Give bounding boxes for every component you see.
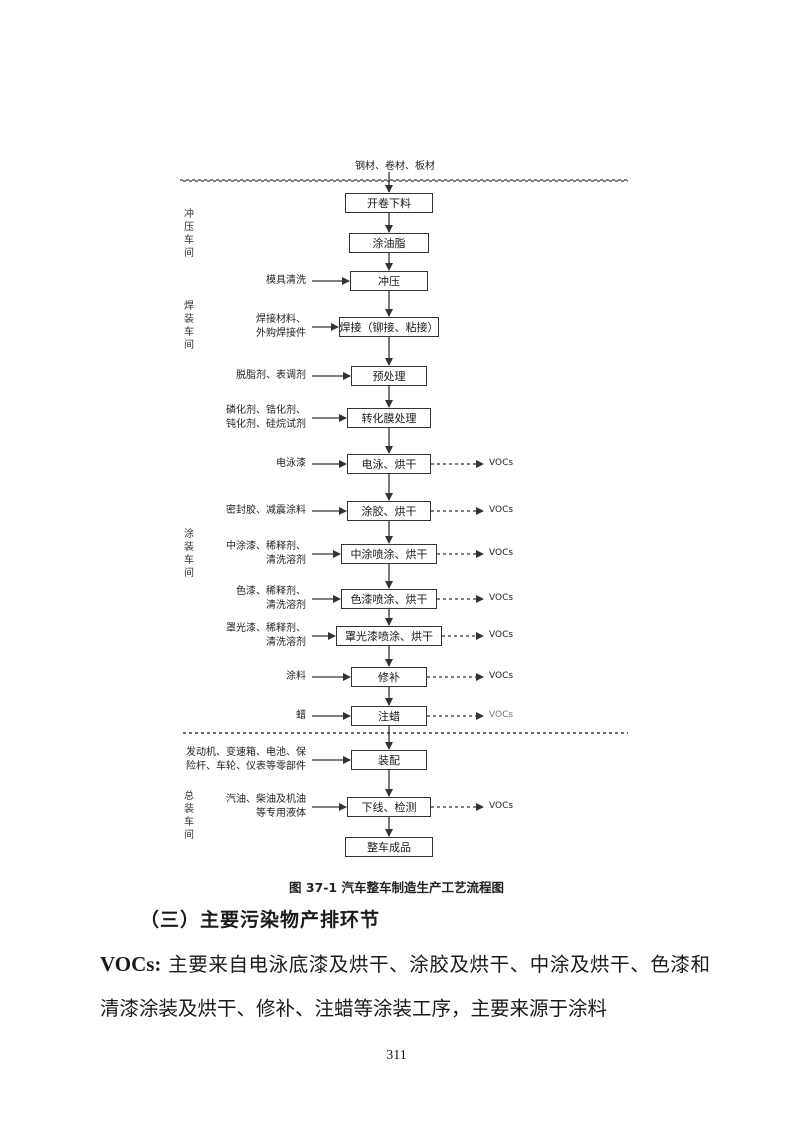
- voc-emission-label: VOCs: [489, 593, 514, 603]
- section-heading: （三）主要污染物产排环节: [140, 909, 381, 931]
- voc-emission-label: VOCs: [489, 710, 514, 720]
- process-flow-diagram: 钢材、卷材、板材 开卷下料涂油脂冲压 模具清洗焊接（铆接、粘接） 焊接材料、 外购焊…: [180, 161, 628, 857]
- process-step-box: 电泳、烘干: [347, 454, 431, 474]
- figure-caption: 图 37-1 汽车整车制造生产工艺流程图: [289, 880, 504, 895]
- step-input-label: 密封胶、减震涂料: [226, 505, 306, 516]
- workshop-section-label: 涂装车间: [184, 529, 194, 579]
- step-input-label: 中涂漆、稀释剂、 清洗溶剂: [226, 541, 306, 566]
- page-number: 311: [386, 1048, 407, 1063]
- step-input-label: 涂料: [286, 671, 306, 682]
- step-input-label: 色漆、稀释剂、 清洗溶剂: [236, 586, 306, 611]
- step-input-label: 模具清洗: [266, 275, 306, 286]
- voc-emission-label: VOCs: [489, 801, 514, 811]
- step-input-label: 汽油、柴油及机油 等专用液体: [226, 794, 306, 819]
- process-step-box: 冲压: [350, 271, 428, 291]
- raw-material-label: 钢材、卷材、板材: [355, 161, 435, 172]
- paragraph-lead: VOCs:: [100, 952, 162, 976]
- voc-emission-label: VOCs: [489, 458, 514, 468]
- process-step-box: 色漆喷涂、烘干: [341, 589, 437, 609]
- step-input-label: 磷化剂、锆化剂、 钝化剂、硅烷试剂: [226, 405, 306, 430]
- process-step-box: 罩光漆喷涂、烘干: [336, 626, 442, 646]
- step-input-label: 电泳漆: [276, 458, 306, 469]
- workshop-section-label: 焊装车间: [184, 301, 194, 351]
- step-input-label: 蜡: [296, 710, 306, 721]
- process-step-box: 预处理: [351, 366, 427, 386]
- process-step-box: 涂油脂: [349, 233, 429, 253]
- flow-connectors: [180, 172, 628, 837]
- step-input-label: 罩光漆、稀释剂、 清洗溶剂: [226, 623, 306, 648]
- workshop-section-label: 冲压车间: [184, 209, 194, 259]
- step-input-label: 脱脂剂、表调剂: [236, 370, 306, 381]
- voc-emission-label: VOCs: [489, 505, 514, 515]
- voc-emission-label: VOCs: [489, 630, 514, 640]
- workshop-section-label: 总装车间: [184, 791, 194, 841]
- process-step-box: 下线、检测: [347, 797, 431, 817]
- process-step-box: 注蜡: [351, 706, 427, 726]
- step-input-label: 焊接材料、 外购焊接件: [256, 314, 306, 339]
- process-step-box: 开卷下料: [345, 193, 433, 213]
- voc-emission-label: VOCs: [489, 671, 514, 681]
- process-step-box: 中涂喷涂、烘干: [341, 544, 437, 564]
- process-step-box: 装配: [351, 750, 427, 770]
- paragraph-text: 主要来自电泳底漆及烘干、涂胶及烘干、中涂及烘干、色漆和清漆涂装及烘干、修补、注蜡…: [100, 953, 710, 1020]
- step-input-label: 发动机、变速箱、电池、保 险杆、车轮、仪表等零部件: [186, 747, 306, 772]
- voc-emission-label: VOCs: [489, 548, 514, 558]
- body-paragraph: VOCs: 主要来自电泳底漆及烘干、涂胶及烘干、中涂及烘干、色漆和清漆涂装及烘干…: [100, 942, 710, 1031]
- process-step-box: 整车成品: [345, 837, 433, 857]
- process-step-box: 修补: [351, 667, 427, 687]
- process-step-box: 焊接（铆接、粘接）: [339, 317, 439, 337]
- process-step-box: 转化膜处理: [347, 408, 431, 428]
- process-step-box: 涂胶、烘干: [347, 501, 431, 521]
